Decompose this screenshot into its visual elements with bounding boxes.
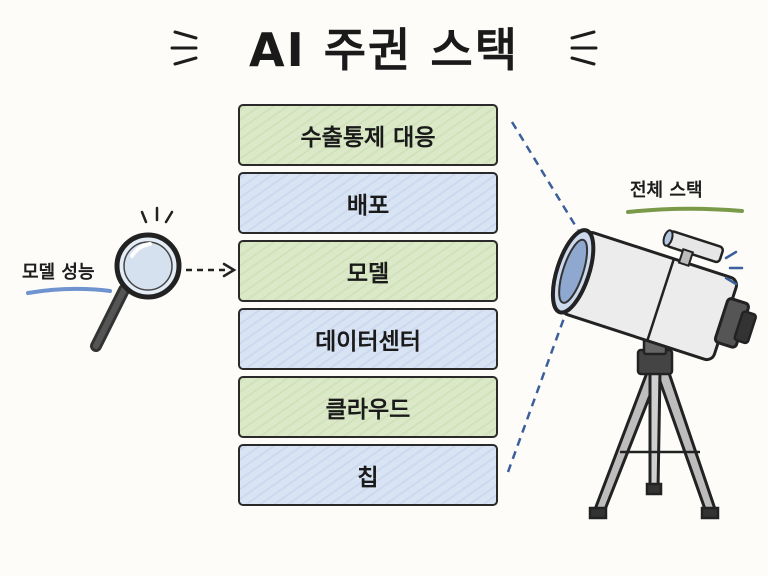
stack-block-label: 클라우드 — [325, 397, 411, 423]
magnifying-glass-icon — [90, 206, 182, 352]
stack-block-model: 모델 — [238, 240, 498, 302]
stack-block-label: 수출통제 대응 — [300, 125, 436, 151]
stack-block-export-control: 수출통제 대응 — [238, 104, 498, 166]
stack-block-chip: 칩 — [238, 444, 498, 506]
stack-block-label: 배포 — [346, 193, 390, 219]
stack-block-label: 데이터센터 — [315, 329, 421, 355]
stack-block-datacenter: 데이터센터 — [238, 308, 498, 370]
title-sparkles — [170, 30, 598, 66]
model-performance-label: 모델 성능 — [22, 262, 95, 283]
stack-block-label: 모델 — [346, 261, 390, 287]
stack-block-label: 칩 — [357, 465, 379, 491]
telescope-icon — [550, 228, 758, 520]
left-annotations — [26, 206, 237, 352]
diagram-title: AI 주권 스택 — [248, 23, 520, 77]
model-pointer-arrow — [186, 262, 237, 278]
full-stack-label: 전체 스택 — [630, 180, 703, 201]
full-stack-underline — [626, 206, 744, 214]
stack-block-cloud: 클라우드 — [238, 376, 498, 438]
stack-block-deployment: 배포 — [238, 172, 498, 234]
label-underline — [26, 286, 112, 295]
